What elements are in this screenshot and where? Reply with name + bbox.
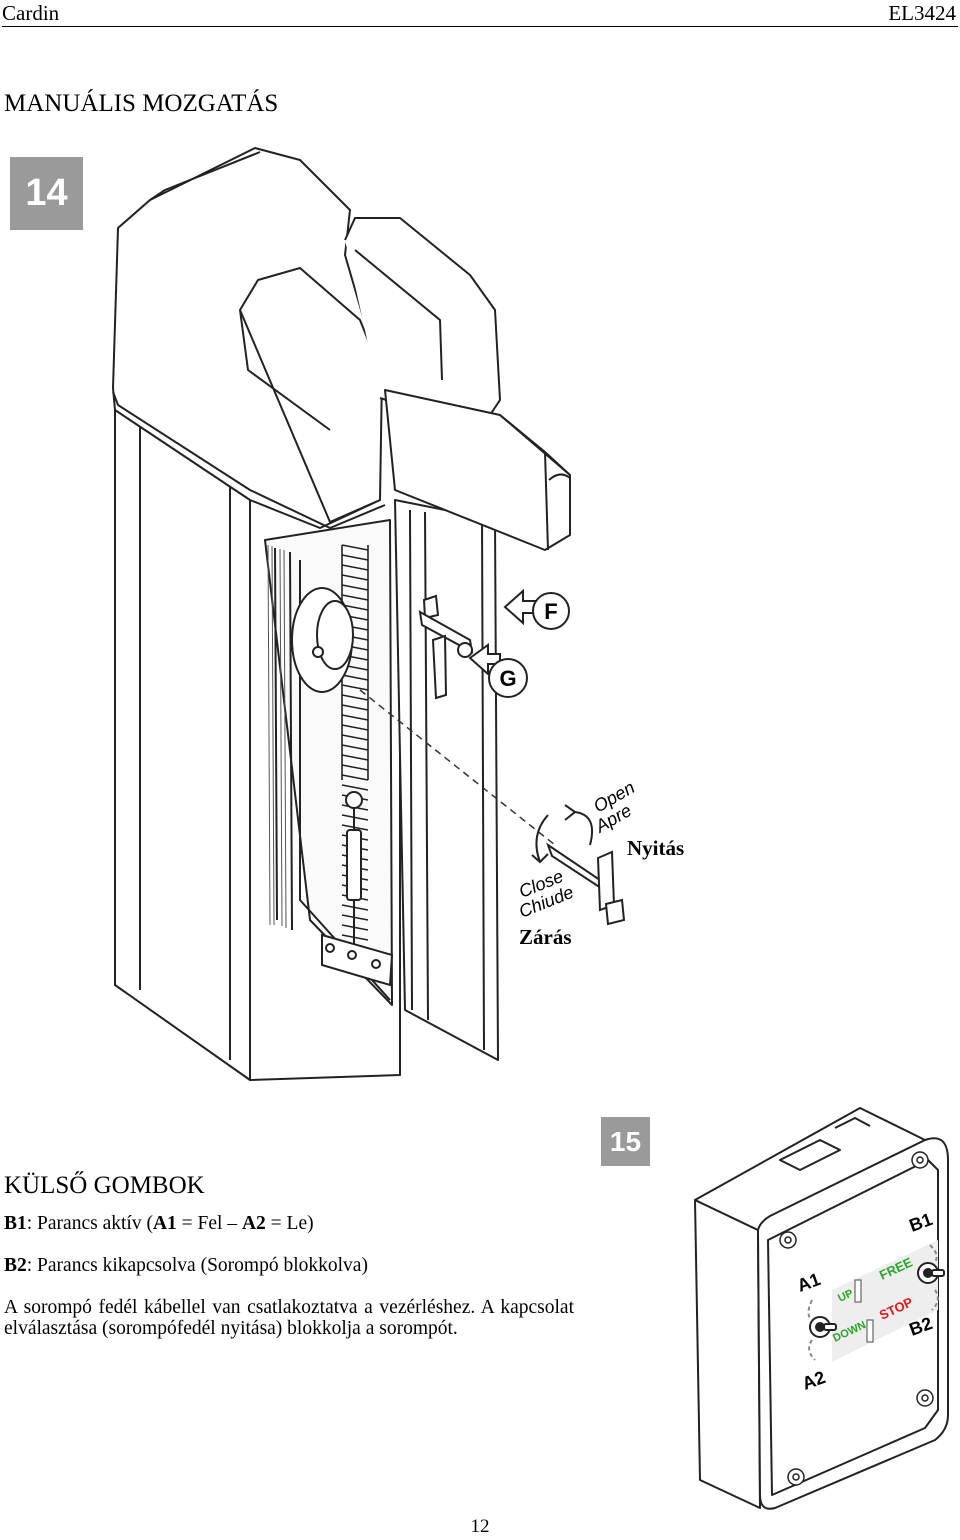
header-rule (2, 26, 958, 27)
section-title-external-buttons: KÜLSŐ GOMBOK (4, 1172, 205, 1199)
section-title-manual: MANUÁLIS MOZGATÁS (4, 90, 279, 117)
a1-code: A1 (152, 1213, 177, 1234)
page-header: Cardin EL3424 (0, 0, 960, 28)
header-model: EL3424 (888, 1, 956, 25)
external-buttons-text: B1: Parancs aktív (A1 = Fel – A2 = Le) B… (4, 1213, 574, 1360)
page-number: 12 (470, 1516, 490, 1537)
b1-text-a: : Parancs aktív ( (26, 1213, 153, 1234)
close-label-hu: Zárás (519, 925, 572, 949)
b1-text-c: = Le) (265, 1213, 314, 1234)
figure-15-badge: 15 (601, 1117, 650, 1166)
a2-code: A2 (241, 1213, 266, 1234)
b2-code: B2 (4, 1255, 27, 1276)
b2-line: B2: Parancs kikapcsolva (Sorompó blokkol… (4, 1255, 574, 1276)
b1-text-b: = Fel – (176, 1213, 242, 1234)
b2-text: : Parancs kikapcsolva (Sorompó blokkolva… (26, 1255, 368, 1276)
up-label: UP (836, 1287, 855, 1304)
callout-g-label: G (499, 666, 516, 691)
callout-f-label: F (544, 599, 557, 624)
figure-15-control-box: A1 A2 B1 B2 UP DOWN FREE STOP (694, 1107, 949, 1510)
header-brand: Cardin (2, 1, 60, 25)
figure-14-barrier-illustration: F G Open Apre Nyitás Close Chiude Zárás (112, 147, 684, 1081)
figure-14-badge: 14 (10, 157, 83, 230)
cover-connection-paragraph: A sorompó fedél kábellel van csatlakozta… (4, 1297, 574, 1339)
open-label-hu: Nyitás (627, 836, 684, 860)
b1-code: B1 (4, 1213, 27, 1234)
b1-line: B1: Parancs aktív (A1 = Fel – A2 = Le) (4, 1213, 574, 1234)
